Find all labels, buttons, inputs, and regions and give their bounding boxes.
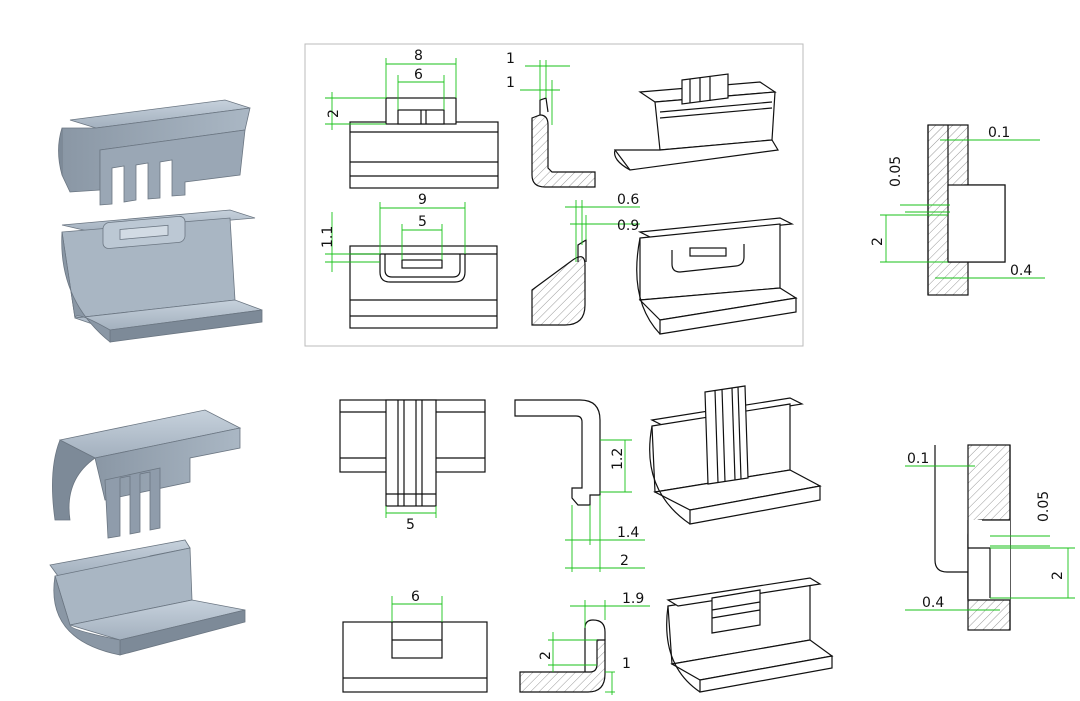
top-side-view-lower: 0.6 0.9 [531, 192, 640, 326]
dim-height: 1.1 [320, 226, 336, 248]
dim-gap-bottom: 0.4 [922, 595, 944, 611]
dim-a: 1.9 [622, 591, 644, 607]
bottom-hook-part-3d [52, 409, 242, 539]
dim-gap-vertical: 0.05 [1036, 491, 1052, 522]
dim-a: 0.6 [617, 192, 639, 208]
dim-width-outer: 8 [414, 48, 423, 64]
bottom-front-view-lower: 6 [342, 589, 488, 693]
top-detail-view: 0.1 0.05 2 0.4 [870, 124, 1045, 296]
dim-gap-top: 0.1 [988, 125, 1010, 141]
dim-b: 0.9 [617, 218, 639, 234]
dim-b: 1.4 [617, 525, 639, 541]
dim-c: 1 [622, 656, 631, 672]
dim-width-inner: 6 [414, 67, 423, 83]
top-hook-part-3d [58, 99, 251, 206]
bottom-side-view-lower: 1.9 2 1 [519, 591, 650, 695]
bottom-iso-view-lower [666, 577, 834, 693]
dim-gap-bottom: 0.4 [1010, 263, 1032, 279]
dim-a: 1 [506, 51, 515, 67]
dim-width: 6 [411, 589, 420, 605]
top-side-view-upper: 1 1 [506, 51, 596, 188]
top-catch-part-3d [61, 209, 263, 343]
dim-height: 2 [870, 237, 886, 246]
dim-width-outer: 9 [418, 192, 427, 208]
dim-c: 2 [620, 553, 629, 569]
top-iso-view-lower [636, 217, 798, 335]
top-iso-view-upper [613, 73, 779, 171]
top-front-view-lower: 9 5 1.1 [320, 192, 498, 329]
dim-width: 5 [406, 517, 415, 533]
bottom-side-view-upper: 1.2 1.4 2 [514, 399, 645, 572]
bottom-front-view-upper: 5 [339, 399, 486, 533]
top-front-view-upper: 8 6 2 [325, 48, 499, 189]
dim-gap-top: 0.1 [907, 451, 929, 467]
bottom-catch-part-3d [49, 539, 246, 656]
dim-height: 2 [1050, 571, 1066, 580]
dim-b: 2 [538, 651, 554, 660]
dim-height: 2 [326, 109, 342, 118]
bottom-detail-view: 0.1 0.05 2 0.4 [905, 444, 1075, 631]
bottom-iso-view-upper [649, 385, 822, 525]
dim-gap-vertical: 0.05 [888, 156, 904, 187]
dim-b: 1 [506, 75, 515, 91]
dim-width-inner: 5 [418, 214, 427, 230]
dim-a: 1.2 [610, 448, 626, 470]
